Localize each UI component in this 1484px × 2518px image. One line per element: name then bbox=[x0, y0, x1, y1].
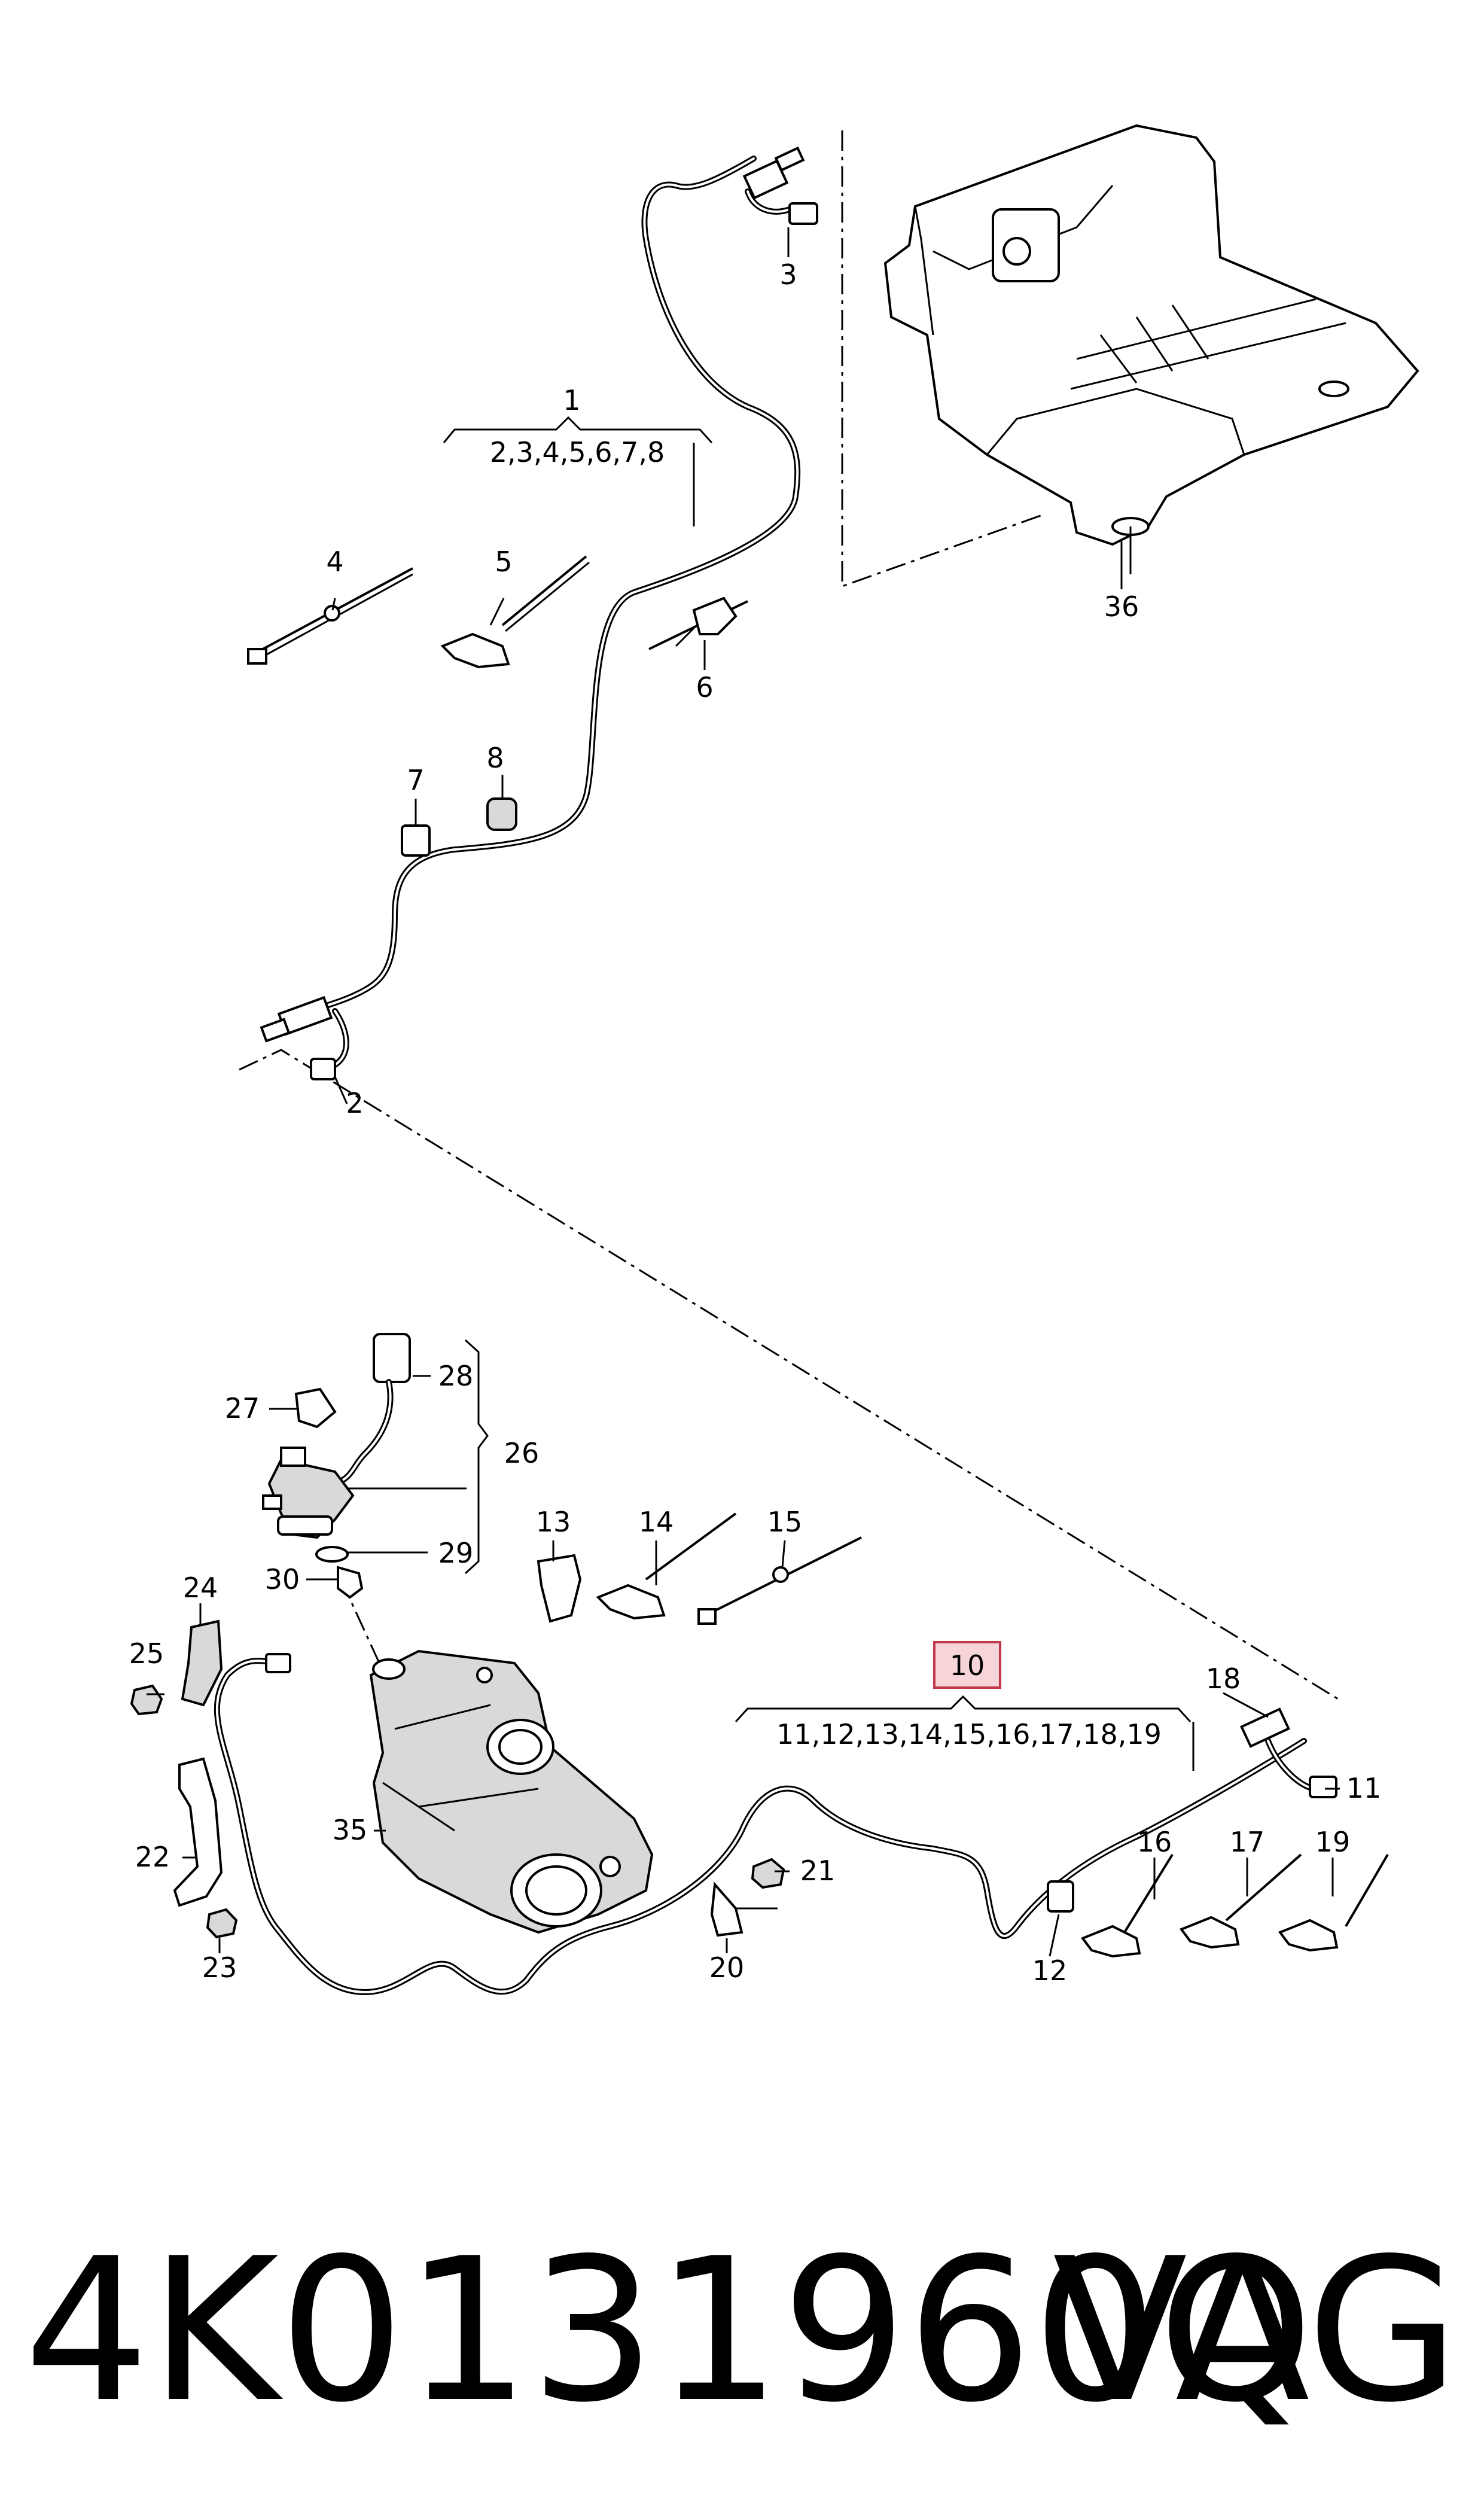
callout-24: 24 bbox=[183, 1572, 218, 1604]
callout-23: 23 bbox=[202, 1951, 237, 1984]
callout-35: 35 bbox=[333, 1814, 368, 1846]
part-21-nut bbox=[751, 1858, 785, 1889]
callout-14: 14 bbox=[639, 1506, 674, 1538]
separator-tank bbox=[841, 130, 1044, 588]
part-23-nut bbox=[206, 1908, 238, 1939]
part-27-clip bbox=[294, 1387, 337, 1429]
footer-part-number: 4K0131960Q bbox=[24, 2216, 1314, 2446]
part-30-clip bbox=[337, 1566, 364, 1599]
callout-30: 30 bbox=[265, 1563, 300, 1596]
callout-7: 7 bbox=[407, 764, 424, 796]
leader-lines bbox=[147, 227, 1340, 1957]
callout-19: 19 bbox=[1315, 1826, 1351, 1858]
callout-5: 5 bbox=[495, 546, 512, 578]
separator-sensor bbox=[340, 1579, 408, 1724]
callout-18: 18 bbox=[1206, 1663, 1241, 1695]
callout-29: 29 bbox=[438, 1537, 474, 1569]
part-12-clip bbox=[1047, 1880, 1074, 1913]
part-13-bracket bbox=[537, 1554, 582, 1623]
part-4-cable-tie bbox=[247, 567, 413, 665]
brace-26 bbox=[464, 1339, 489, 1575]
part-25-bolt bbox=[130, 1684, 163, 1716]
callout-16: 16 bbox=[1137, 1826, 1172, 1858]
callout-17: 17 bbox=[1230, 1826, 1265, 1858]
brace-10 bbox=[735, 1695, 1192, 1723]
callout-2: 2 bbox=[346, 1087, 363, 1119]
callout-11: 11 bbox=[1346, 1772, 1382, 1804]
part-5-clip-tie bbox=[440, 555, 590, 669]
callout-3: 3 bbox=[779, 258, 797, 291]
harness-upper bbox=[260, 146, 818, 1080]
sensor-26 bbox=[262, 1333, 411, 1539]
part-19-clip-tie bbox=[1278, 1853, 1389, 1952]
part-6-holder bbox=[648, 596, 748, 650]
filter-35 bbox=[369, 1649, 654, 1934]
part-29-gasket bbox=[315, 1546, 349, 1563]
callout-12: 12 bbox=[1032, 1954, 1068, 1987]
part-20-bracket bbox=[710, 1881, 778, 1937]
callout-10: 10 bbox=[950, 1649, 985, 1682]
callout-20: 20 bbox=[709, 1951, 745, 1984]
callout-10-list: 11,12,13,14,15,16,17,18,19 bbox=[776, 1718, 1162, 1750]
callout-1-list: 2,3,4,5,6,7,8 bbox=[490, 436, 665, 468]
callout-26: 26 bbox=[504, 1437, 540, 1469]
callout-21: 21 bbox=[800, 1855, 836, 1887]
part-8-grommet bbox=[486, 797, 517, 831]
part-24-bracket bbox=[181, 1619, 223, 1707]
brace-1 bbox=[443, 416, 713, 444]
tank-36 bbox=[883, 124, 1419, 574]
part-7-clip bbox=[401, 824, 431, 857]
callout-27: 27 bbox=[225, 1392, 260, 1424]
part-14-clip-tie bbox=[596, 1512, 737, 1620]
highlight-10 bbox=[933, 1641, 1001, 1689]
callout-25: 25 bbox=[129, 1637, 164, 1670]
callout-1: 1 bbox=[563, 384, 580, 416]
part-16-clip-tie bbox=[1080, 1853, 1174, 1958]
callout-6: 6 bbox=[696, 671, 713, 704]
callout-13: 13 bbox=[536, 1506, 571, 1538]
part-17-clip-tie bbox=[1179, 1853, 1302, 1949]
separator-main bbox=[239, 1049, 1339, 1700]
footer-brand: VAG bbox=[1053, 2216, 1459, 2446]
part-15-cable-tie bbox=[697, 1536, 862, 1625]
callout-36: 36 bbox=[1104, 590, 1139, 623]
part-22-bracket bbox=[173, 1757, 223, 1907]
callout-22: 22 bbox=[135, 1841, 170, 1873]
callout-8: 8 bbox=[486, 742, 504, 774]
callout-4: 4 bbox=[326, 546, 343, 578]
callout-28: 28 bbox=[438, 1360, 474, 1392]
callout-15: 15 bbox=[767, 1506, 803, 1538]
harness-lower bbox=[214, 1653, 1337, 1995]
